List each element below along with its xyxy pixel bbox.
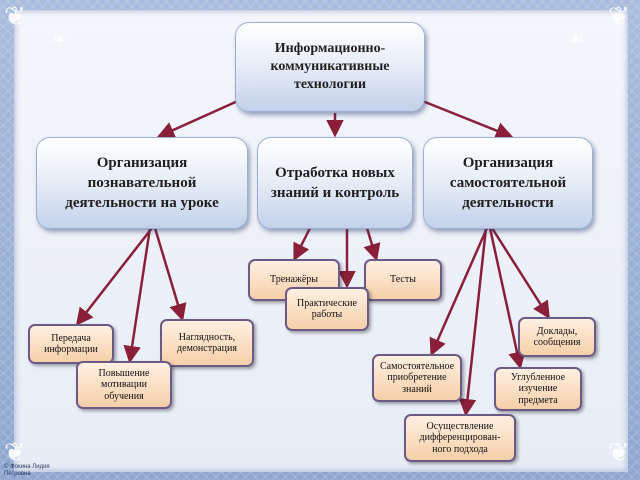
- ornament-swirl-right-icon: ☙: [568, 29, 585, 49]
- top-box-label: Информационно-коммуникативные технологии: [270, 41, 390, 92]
- ornament-bottom-right-icon: ❦: [608, 438, 630, 467]
- author-credit: © Фокина Лидия Петровна: [4, 464, 50, 477]
- branch-left-label: Организация познавательной деятельности …: [65, 155, 219, 211]
- arrow-left-to-info: [75, 227, 153, 326]
- item-info-transfer-label: Передача информации: [44, 332, 98, 356]
- item-box-info-transfer: Передача информации: [28, 324, 114, 364]
- item-box-differentiated: Осуществление дифференцирован-ного подхо…: [404, 414, 516, 462]
- item-box-deep-study: Углубленное изучение предмета: [494, 367, 582, 411]
- arrow-right-to-selfstudy: [429, 227, 489, 357]
- arrow-right-to-deep: [488, 227, 526, 370]
- arrow-left-to-motivation: [123, 227, 152, 364]
- item-motivation-label: Повышение мотивации обучения: [98, 367, 150, 402]
- ornament-top-left-icon: ❦: [4, 2, 26, 31]
- branch-middle-label: Отработка новых знаний и контроль: [270, 165, 400, 201]
- item-box-practical: Практические работы: [285, 287, 369, 331]
- item-box-self-study: Самостоятельное приобретение знаний: [372, 354, 462, 402]
- arrow-top-to-right: [419, 98, 514, 139]
- arrow-right-to-differentiated: [458, 227, 488, 417]
- item-reports-label: Доклады, сообщения: [533, 325, 581, 349]
- branch-right-label: Организация самостоятельной деятельности: [449, 155, 567, 211]
- ornament-bottom-left-icon: ❦: [4, 438, 26, 467]
- item-box-tests: Тесты: [364, 259, 442, 301]
- item-box-motivation: Повышение мотивации обучения: [76, 361, 172, 409]
- item-deep-study-label: Углубленное изучение предмета: [510, 371, 566, 406]
- item-trainers-label: Тренажёры: [269, 274, 319, 286]
- arrow-left-to-visual: [153, 227, 187, 322]
- item-box-reports: Доклады, сообщения: [518, 317, 596, 357]
- branch-box-left: Организация познавательной деятельности …: [36, 137, 248, 229]
- item-tests-label: Тесты: [390, 274, 416, 286]
- item-box-visual-demo: Наглядность, демонстрация: [160, 319, 254, 367]
- ornament-swirl-left-icon: ❧: [52, 29, 68, 49]
- item-practical-label: Практические работы: [297, 297, 357, 321]
- branch-box-middle: Отработка новых знаний и контроль: [257, 137, 413, 229]
- item-visual-demo-label: Наглядность, демонстрация: [177, 331, 237, 355]
- top-box-ict: Информационно-коммуникативные технологии: [235, 22, 425, 112]
- arrow-middle-to-trainers: [293, 227, 312, 262]
- arrow-right-to-reports: [490, 227, 550, 319]
- branch-box-right: Организация самостоятельной деятельности: [423, 137, 593, 229]
- item-differentiated-label: Осуществление дифференцирован-ного подхо…: [419, 420, 501, 455]
- arrow-middle-to-tests: [363, 227, 381, 262]
- item-self-study-label: Самостоятельное приобретение знаний: [379, 360, 455, 395]
- arrow-top-to-left: [156, 98, 241, 139]
- ornament-top-right-icon: ❦: [608, 2, 630, 31]
